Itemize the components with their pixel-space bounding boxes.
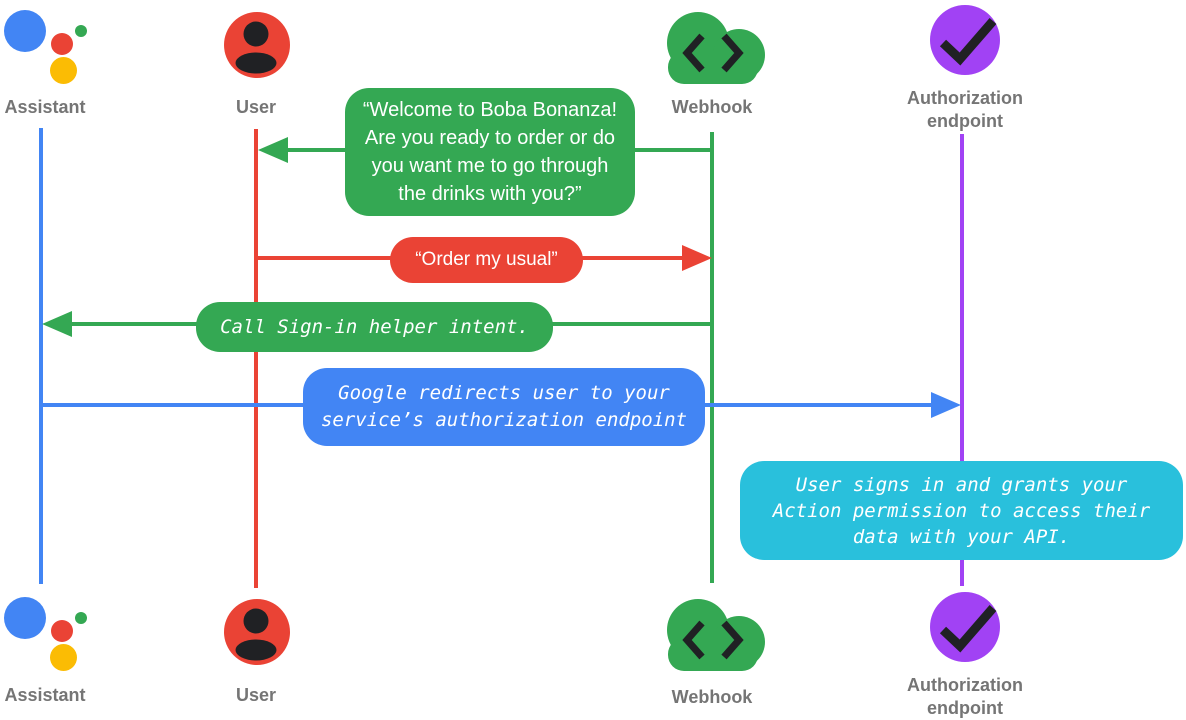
label-authorization-endpoint-top: Authorization endpoint <box>907 88 1023 131</box>
assistant-logo-yellow-circle <box>50 644 77 671</box>
arrowhead-order <box>682 245 712 271</box>
label-user-top: User <box>235 97 277 117</box>
message-line: Action permission to access their <box>772 499 1151 522</box>
message-line: data with your API. <box>852 525 1071 548</box>
label-webhook-top: Webhook <box>671 97 753 117</box>
label-webhook-bottom: Webhook <box>671 687 753 707</box>
lifeline-webhook <box>710 132 714 583</box>
message-line: “Welcome to Boba Bonanza! <box>362 99 618 121</box>
note-user-signs-in: User signs in and grants your Action per… <box>740 461 1183 560</box>
code-bracket-right-icon <box>721 620 744 660</box>
message-line: “Order my usual” <box>415 249 558 270</box>
label-assistant-bottom: Assistant <box>4 685 86 705</box>
authorization-check-icon <box>930 5 1000 75</box>
assistant-logo-blue-circle <box>4 597 46 639</box>
message-line: service’s authorization endpoint <box>320 409 688 431</box>
assistant-logo-green-circle <box>75 612 87 624</box>
label-authorization-endpoint-bottom: Authorization endpoint <box>907 675 1023 718</box>
assistant-logo-blue-circle <box>4 10 46 52</box>
assistant-logo-red-circle <box>51 620 73 642</box>
code-bracket-right-icon <box>721 33 744 73</box>
arrowhead-welcome <box>258 137 288 163</box>
lifeline-user <box>254 129 258 588</box>
message-line: you want me to go through <box>371 155 609 177</box>
checkmark-icon <box>939 605 997 653</box>
message-line: the drinks with you?” <box>398 183 582 205</box>
message-redirect: Google redirects user to your service’s … <box>303 368 705 446</box>
webhook-cloud-icon-bottom <box>667 599 765 671</box>
code-bracket-left-icon <box>682 33 705 73</box>
label-assistant-top: Assistant <box>4 97 86 117</box>
message-line: Google redirects user to your <box>338 382 670 404</box>
arrowhead-signin <box>42 311 72 337</box>
arrowhead-redirect <box>931 392 961 418</box>
user-icon <box>224 12 290 78</box>
code-bracket-left-icon <box>682 620 705 660</box>
assistant-logo-yellow-circle <box>50 57 77 84</box>
webhook-cloud-icon <box>667 12 765 84</box>
assistant-logo-green-circle <box>75 25 87 37</box>
lifeline-assistant <box>39 128 43 584</box>
label-user-bottom: User <box>235 685 277 705</box>
assistant-logo-red-circle <box>51 33 73 55</box>
message-line: User signs in and grants your <box>795 473 1128 496</box>
lifeline-authorization-endpoint <box>960 134 964 586</box>
message-order-bubble: “Order my usual” <box>390 237 583 283</box>
user-icon-bottom <box>224 599 290 665</box>
message-line: Are you ready to order or do <box>364 127 616 149</box>
checkmark-icon <box>939 18 997 66</box>
authorization-check-icon-bottom <box>930 592 1000 662</box>
message-line: Call Sign-in helper intent. <box>220 316 529 338</box>
message-welcome-bubble: “Welcome to Boba Bonanza! Are you ready … <box>345 88 635 216</box>
message-signin-helper: Call Sign-in helper intent. <box>196 302 553 352</box>
